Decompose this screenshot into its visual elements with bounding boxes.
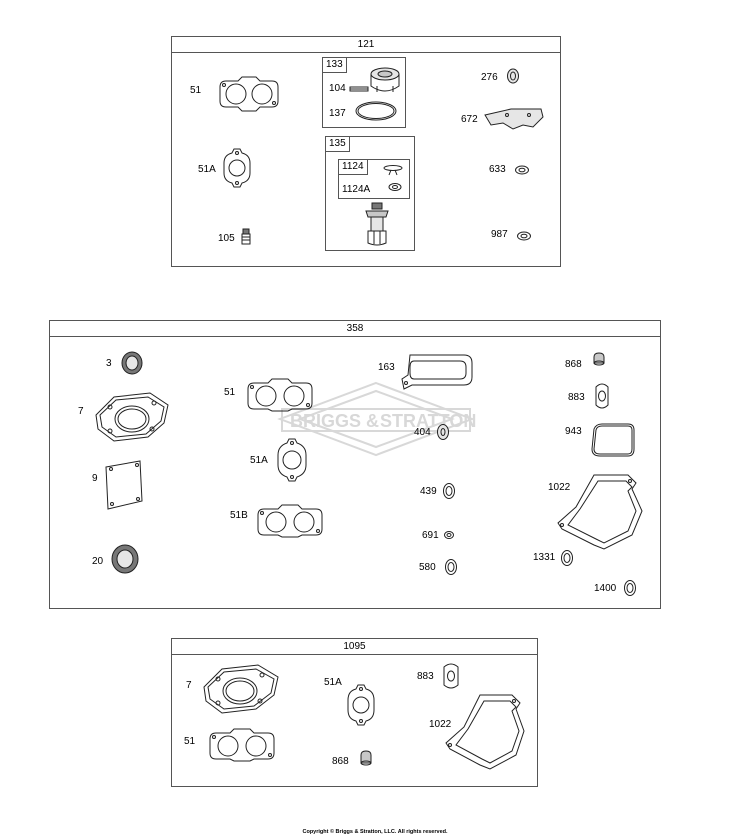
gasket-9-icon[interactable] (102, 459, 144, 511)
watermark-line1: BRIGGS (290, 411, 361, 431)
part-label-1022[interactable]: 1022 (548, 482, 571, 493)
washer-439-icon[interactable] (442, 482, 456, 500)
part-label-691[interactable]: 691 (422, 530, 439, 541)
subassembly-133-box: 133 104 137 (322, 57, 406, 128)
part-label-943[interactable]: 943 (565, 426, 582, 437)
gasket-883-icon[interactable] (592, 381, 612, 411)
gasket-883-icon[interactable] (440, 661, 462, 691)
gasket-51-icon[interactable] (206, 727, 278, 763)
part-label-1400[interactable]: 1400 (594, 583, 617, 594)
washer-691-icon[interactable] (443, 530, 455, 540)
gasket-51-icon[interactable] (216, 75, 282, 113)
part-label-137[interactable]: 137 (329, 108, 346, 119)
part-label-3[interactable]: 3 (106, 358, 112, 369)
part-label-1022[interactable]: 1022 (429, 719, 452, 730)
part-label-1331[interactable]: 1331 (533, 552, 556, 563)
washer-1124a-icon[interactable] (387, 182, 403, 192)
part-label-9[interactable]: 9 (92, 473, 98, 484)
part-label-51[interactable]: 51 (224, 387, 236, 398)
gasket-51b-icon[interactable] (254, 503, 326, 539)
brand-watermark-logo: BRIGGS & STRATTON (276, 379, 476, 459)
head-gasket-7-icon[interactable] (198, 661, 282, 715)
kit-121-panel: 121 51 51A 105 133 104 137 (171, 36, 561, 267)
part-label-868[interactable]: 868 (565, 359, 582, 370)
gasket-51a-icon[interactable] (274, 437, 310, 483)
o-ring-137-icon[interactable] (353, 100, 399, 122)
part-label-868[interactable]: 868 (332, 756, 349, 767)
oil-seal-3-icon[interactable] (120, 351, 144, 375)
gasket-51a-icon[interactable] (220, 147, 254, 189)
part-label-133[interactable]: 133 (323, 58, 347, 73)
part-label-987[interactable]: 987 (491, 229, 508, 240)
copyright-notice: Copyright © Briggs & Stratton, LLC. All … (302, 829, 448, 835)
part-label-51[interactable]: 51 (190, 85, 202, 96)
watermark-amp: & (366, 411, 379, 431)
part-label-51a[interactable]: 51A (198, 164, 216, 175)
gasket-1022-icon[interactable] (556, 471, 646, 553)
part-label-51[interactable]: 51 (184, 736, 196, 747)
washer-1400-icon[interactable] (623, 579, 637, 597)
part-label-883[interactable]: 883 (417, 671, 434, 682)
part-label-135[interactable]: 135 (326, 137, 350, 152)
gasket-163-icon[interactable] (400, 353, 476, 391)
part-label-883[interactable]: 883 (568, 392, 585, 403)
part-label-633[interactable]: 633 (489, 164, 506, 175)
part-label-580[interactable]: 580 (419, 562, 436, 573)
washer-633-icon[interactable] (514, 165, 530, 175)
watermark-line2: STRATTON (380, 411, 476, 431)
oil-seal-20-icon[interactable] (110, 544, 140, 574)
fitting-105-icon[interactable] (241, 228, 251, 246)
plate-672-icon[interactable] (483, 105, 545, 131)
part-label-276[interactable]: 276 (481, 72, 498, 83)
part-label-7[interactable]: 7 (78, 406, 84, 417)
valve-1124-icon[interactable] (381, 164, 405, 176)
washer-580-icon[interactable] (444, 558, 458, 576)
part-label-20[interactable]: 20 (92, 556, 104, 567)
gasket-943-icon[interactable] (588, 421, 638, 459)
head-gasket-7-icon[interactable] (90, 389, 172, 443)
gasket-51-icon[interactable] (244, 377, 316, 413)
seal-276-icon[interactable] (506, 68, 520, 84)
kit-1095-panel: 1095 7 51 51A 868 883 1022 (171, 638, 538, 787)
part-label-672[interactable]: 672 (461, 114, 478, 125)
kit-1095-title: 1095 (172, 639, 537, 655)
part-label-163[interactable]: 163 (378, 362, 395, 373)
part-label-105[interactable]: 105 (218, 233, 235, 244)
washer-404-icon[interactable] (436, 423, 450, 441)
washer-1331-icon[interactable] (560, 549, 574, 567)
gasket-1022-icon[interactable] (444, 691, 528, 773)
washer-987-icon[interactable] (516, 231, 532, 241)
kit-121-title: 121 (172, 37, 560, 53)
subassembly-1124-box: 1124 1124A (338, 159, 410, 199)
valve-assembly-135-icon[interactable] (362, 201, 392, 247)
fitting-868-icon[interactable] (591, 351, 607, 367)
kit-358-title: 358 (50, 321, 660, 337)
part-label-51a[interactable]: 51A (250, 455, 268, 466)
gasket-51a-icon[interactable] (344, 683, 378, 727)
part-label-51a[interactable]: 51A (324, 677, 342, 688)
part-label-51b[interactable]: 51B (230, 510, 248, 521)
subassembly-135-box: 135 1124 1124A (325, 136, 415, 251)
part-label-404[interactable]: 404 (414, 427, 431, 438)
part-label-439[interactable]: 439 (420, 486, 437, 497)
fitting-868-icon[interactable] (358, 749, 374, 767)
part-label-7[interactable]: 7 (186, 680, 192, 691)
part-label-104[interactable]: 104 (329, 83, 346, 94)
bracket-133-icon[interactable] (367, 64, 403, 98)
part-label-1124[interactable]: 1124 (339, 160, 368, 175)
kit-358-panel: 358 BRIGGS & STRATTON 3 7 9 20 51 (49, 320, 661, 609)
part-label-1124a[interactable]: 1124A (342, 184, 371, 195)
pin-104-icon[interactable] (349, 86, 369, 92)
